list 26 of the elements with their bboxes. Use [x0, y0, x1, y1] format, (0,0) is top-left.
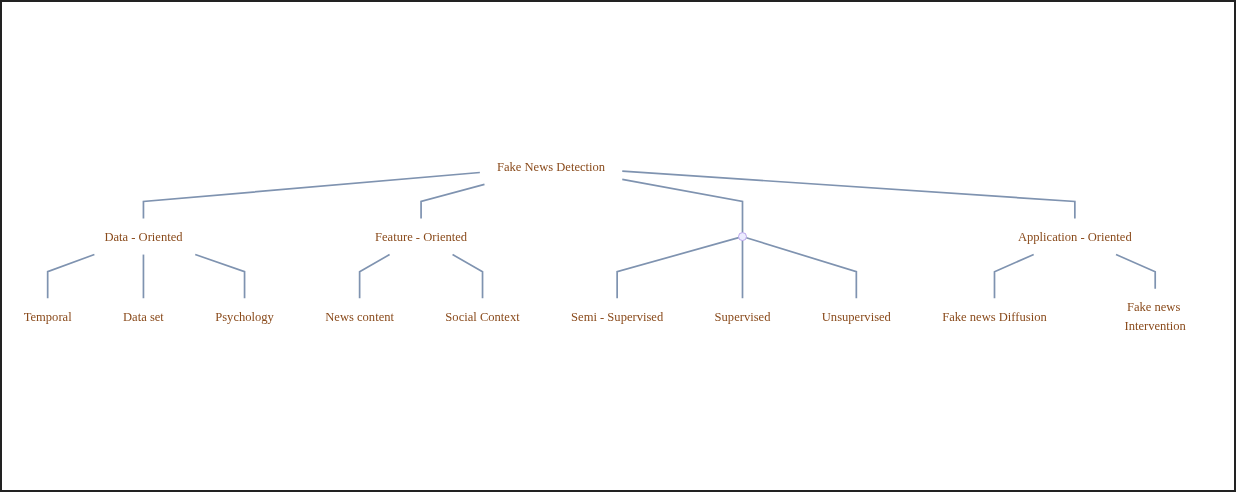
node-text: Temporal — [23, 309, 72, 324]
node-text: Application - Oriented — [1017, 229, 1132, 244]
node-text: Supervised — [714, 309, 771, 324]
node-text: Data set — [123, 309, 164, 324]
node-text: Psychology — [215, 309, 274, 324]
node-text: Unsupervised — [821, 309, 891, 324]
connector — [621, 170, 1076, 220]
node-text: Semi - Supervised — [571, 309, 664, 324]
connector — [194, 253, 246, 300]
node-text: Fake news Diffusion — [942, 309, 1047, 324]
connector — [420, 183, 486, 220]
connector — [616, 236, 740, 300]
node-point — [738, 232, 747, 241]
node-text: Social Context — [445, 309, 520, 324]
connector — [142, 253, 145, 300]
connector — [621, 178, 744, 234]
connector — [142, 171, 481, 220]
node-text: News content — [325, 309, 394, 324]
connector — [46, 253, 96, 300]
node-text: Data - Oriented — [104, 229, 183, 244]
connector — [741, 239, 744, 300]
node-text: Feature - Oriented — [375, 229, 468, 244]
node-text: Fake News Detection — [496, 159, 606, 174]
connector — [1115, 253, 1157, 290]
node-text: Fake news Intervention — [1124, 299, 1186, 333]
connector — [745, 236, 858, 300]
